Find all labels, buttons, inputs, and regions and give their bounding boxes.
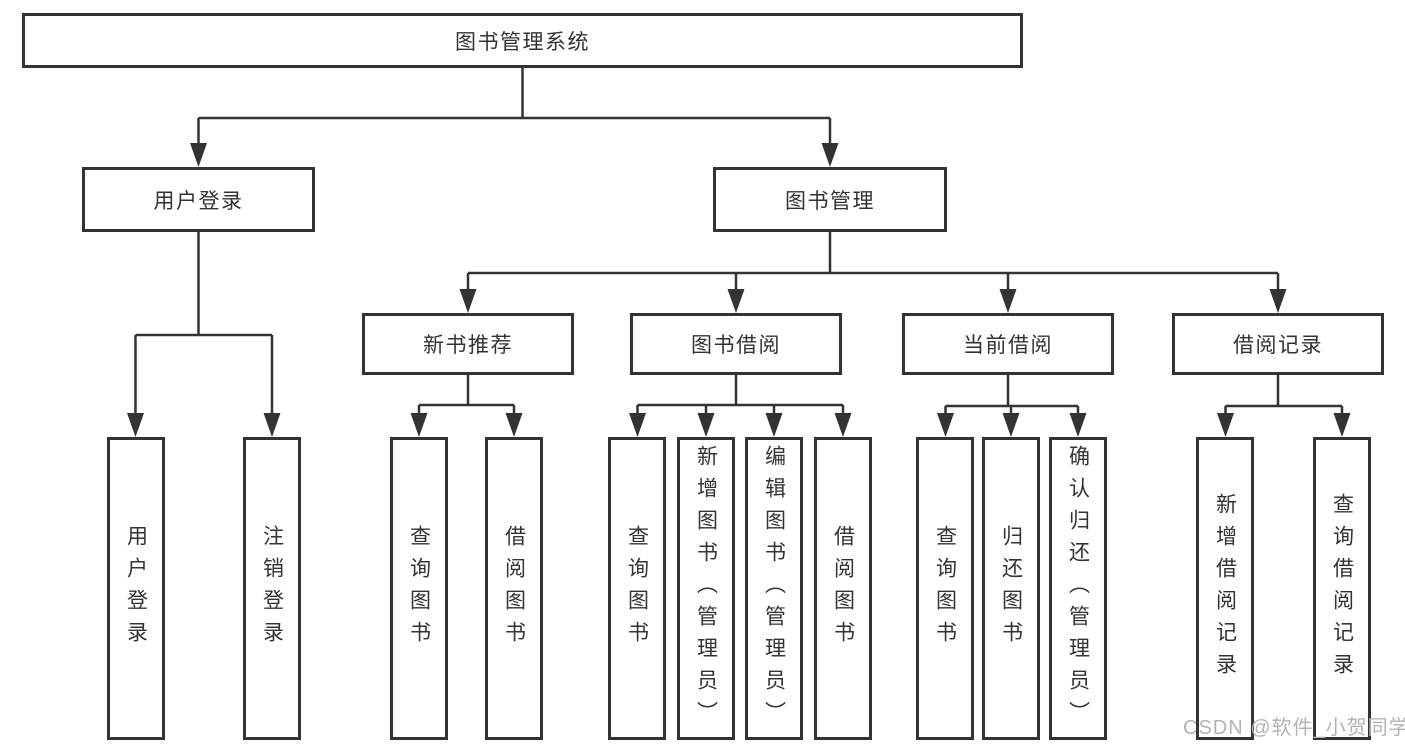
arrowhead-icon [727,289,745,313]
arrowhead-icon [765,413,783,437]
leaf-add-borrow-record: 新增借阅记录 [1196,437,1254,740]
arrowhead-icon [505,413,523,437]
leaf-user-login-label: 用户登录 [124,524,148,653]
leaf-query-books-borrowing: 查询图书 [608,437,666,740]
node-new-book-recommendation: 新书推荐 [362,313,574,375]
node-user-login-label: 用户登录 [153,189,244,213]
leaf-query-books-recommendation-label: 查询图书 [407,524,431,653]
arrowhead-icon [1269,289,1287,313]
node-current-borrowing-label: 当前借阅 [963,334,1053,357]
leaf-logout-label: 注销登录 [260,524,284,653]
leaf-borrow-books-recommendation: 借阅图书 [485,437,543,740]
arrowhead-icon [263,413,281,437]
leaf-borrow-books-borrowing: 借阅图书 [814,437,872,740]
node-user-login: 用户登录 [82,167,315,232]
node-book-borrowing-label: 图书借阅 [691,334,781,357]
leaf-return-books: 归还图书 [982,437,1040,740]
leaf-add-books-admin: 新增图书（管理员） [677,437,735,740]
arrowhead-icon [1333,413,1351,437]
node-book-management-label: 图书管理 [785,189,875,213]
arrowhead-icon [190,143,207,167]
leaf-edit-books-admin: 编辑图书（管理员） [745,437,803,740]
arrowhead-icon [410,413,428,437]
arrowhead-icon [1002,413,1020,437]
leaf-borrow-books-recommendation-label: 借阅图书 [502,524,526,653]
node-root: 图书管理系统 [22,13,1023,68]
arrowhead-icon [937,413,954,437]
node-borrowing-records: 借阅记录 [1172,313,1384,375]
leaf-user-login: 用户登录 [107,437,165,740]
leaf-query-borrow-record-label: 查询借阅记录 [1330,492,1354,685]
node-current-borrowing: 当前借阅 [902,313,1114,375]
leaf-query-books-borrowing-label: 查询图书 [625,524,649,653]
node-book-borrowing: 图书借阅 [630,313,842,375]
arrowhead-icon [1217,413,1234,437]
arrowheads [127,143,1351,437]
leaf-confirm-return-admin: 确认归还（管理员） [1049,437,1107,740]
leaf-query-books-current: 查询图书 [916,437,974,740]
leaf-query-books-recommendation: 查询图书 [390,437,448,740]
arrowhead-icon [834,413,852,437]
arrowhead-icon [821,143,839,167]
leaf-edit-books-admin-label: 编辑图书（管理员） [762,444,786,733]
arrowhead-icon [629,413,646,437]
leaf-borrow-books-borrowing-label: 借阅图书 [831,524,855,653]
leaf-add-borrow-record-label: 新增借阅记录 [1213,492,1237,685]
leaf-query-borrow-record: 查询借阅记录 [1313,437,1371,740]
arrowhead-icon [1069,413,1087,437]
node-book-management: 图书管理 [713,167,947,232]
node-borrowing-records-label: 借阅记录 [1233,334,1323,357]
node-new-book-recommendation-label: 新书推荐 [423,334,513,357]
arrowhead-icon [697,413,715,437]
leaf-return-books-label: 归还图书 [999,524,1023,653]
connector-lines [134,68,1344,414]
leaf-logout: 注销登录 [243,437,301,740]
leaf-query-books-current-label: 查询图书 [933,524,957,653]
csdn-watermark: CSDN @软件_小贺同学 [1183,717,1405,739]
arrowhead-icon [459,289,477,313]
node-root-label: 图书管理系统 [455,30,590,54]
arrowhead-icon [999,289,1017,313]
leaf-add-books-admin-label: 新增图书（管理员） [694,444,718,733]
leaf-confirm-return-admin-label: 确认归还（管理员） [1066,444,1090,733]
arrowhead-icon [127,413,144,437]
